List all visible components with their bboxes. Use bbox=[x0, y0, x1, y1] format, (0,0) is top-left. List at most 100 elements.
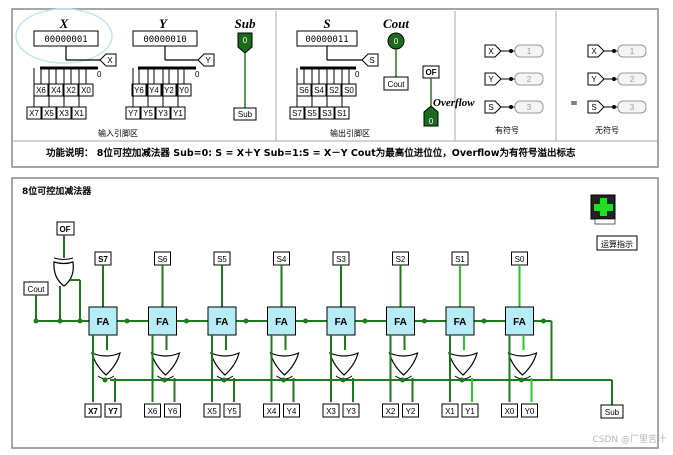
s-output-label: S5 bbox=[217, 255, 227, 264]
watermark: CSDN @厂里苦汁 bbox=[592, 433, 666, 445]
unsigned-probe-box bbox=[617, 100, 647, 114]
bit-tag bbox=[125, 106, 141, 120]
s-splitter bbox=[300, 46, 362, 70]
s-output-label: S0 bbox=[515, 255, 525, 264]
cout-tunnel-label: Cout bbox=[388, 80, 406, 89]
x-bit-index: 0 bbox=[97, 70, 102, 79]
full-adder-7 bbox=[505, 306, 534, 336]
bit-tag-label: S3 bbox=[322, 109, 332, 118]
y-input-label: Y6 bbox=[168, 407, 178, 416]
signed-caption: 有符号 bbox=[495, 125, 519, 135]
junction bbox=[124, 318, 130, 324]
full-adder-5 bbox=[386, 306, 415, 336]
fa-label: FA bbox=[454, 317, 467, 328]
x-input-tag bbox=[144, 403, 161, 418]
of-output-label: OF bbox=[59, 225, 70, 234]
svg-text:X: X bbox=[107, 56, 113, 65]
bit-tag-label: Y3 bbox=[158, 109, 168, 118]
signed-probe-tag bbox=[484, 100, 502, 114]
signed-probe-box bbox=[514, 72, 544, 86]
unsigned-probe-name: X bbox=[591, 47, 597, 56]
x-input-tag bbox=[84, 403, 102, 418]
y-tunnel-tag: Y bbox=[197, 53, 215, 67]
unsigned-probe-tag bbox=[587, 100, 605, 114]
junction bbox=[541, 318, 546, 324]
s-bit-index: 0 bbox=[355, 70, 360, 79]
s-output-label: S7 bbox=[98, 255, 108, 264]
fa-label: FA bbox=[97, 317, 110, 328]
unsigned-probe-box bbox=[617, 72, 647, 86]
bit-tag-label: S6 bbox=[299, 86, 309, 95]
bit-tag-label: X2 bbox=[66, 86, 76, 95]
xor-gate bbox=[507, 351, 538, 376]
xor-gate bbox=[388, 351, 419, 376]
y-input-tag bbox=[283, 403, 300, 418]
junction bbox=[57, 318, 63, 324]
y-input-label: Y5 bbox=[227, 407, 237, 416]
cout-led-value: 0 bbox=[394, 37, 399, 46]
x-input-tag bbox=[263, 403, 280, 418]
y-input-label: Y2 bbox=[406, 407, 416, 416]
junction bbox=[362, 318, 368, 324]
y-caption: Y bbox=[159, 16, 168, 31]
y-bit-index: 0 bbox=[195, 70, 200, 79]
output-area-caption: 输出引脚区 bbox=[330, 128, 370, 138]
junction bbox=[77, 318, 83, 324]
unsigned-probe-dot bbox=[612, 49, 616, 53]
signed-probe-value: 1 bbox=[527, 47, 532, 56]
xor-gate bbox=[210, 351, 240, 376]
y-input-value: 00000010 bbox=[143, 35, 186, 45]
sub-input-pin[interactable] bbox=[237, 32, 253, 54]
bit-tag-label: Y4 bbox=[149, 86, 159, 95]
full-adder-1 bbox=[148, 306, 177, 336]
s-output-value: 00000011 bbox=[305, 35, 348, 45]
x-tunnel-tag: X bbox=[99, 53, 117, 67]
junction bbox=[519, 377, 524, 383]
bit-tag-label: Y1 bbox=[173, 109, 183, 118]
xor-gate bbox=[91, 351, 121, 376]
junction bbox=[184, 318, 189, 324]
signed-probe-value: 2 bbox=[527, 75, 532, 84]
junction bbox=[400, 377, 405, 383]
bit-tag-label: X1 bbox=[74, 109, 84, 118]
sub-tunnel-tag bbox=[233, 107, 257, 121]
y-input-tag bbox=[521, 403, 538, 418]
signed-probe-box bbox=[514, 100, 544, 114]
bit-tag bbox=[155, 106, 171, 120]
bit-tag bbox=[71, 106, 87, 120]
bit-tag-label: Y2 bbox=[164, 86, 174, 95]
sub-tunnel-label: Sub bbox=[238, 110, 253, 119]
unsigned-probe-box bbox=[617, 44, 647, 58]
bit-tag-label: S1 bbox=[337, 109, 347, 118]
description-text: 功能说明： 8位可控加减法器 Sub=0: S = X＋Y Sub=1:S = … bbox=[46, 147, 576, 159]
highlight-ellipse bbox=[15, 8, 113, 64]
unsigned-probe-value: 3 bbox=[630, 103, 635, 112]
y-input-tag bbox=[223, 403, 241, 418]
s-caption: S bbox=[323, 16, 330, 31]
y-input-tag bbox=[342, 403, 360, 418]
y-input-tag bbox=[461, 403, 479, 418]
cout-output-label: Cout bbox=[28, 285, 46, 294]
sub-input-value: 0 bbox=[243, 36, 248, 45]
unsigned-probe-dot bbox=[612, 105, 616, 109]
bit-tag-label: Y0 bbox=[179, 86, 189, 95]
of-output-tag bbox=[56, 221, 75, 236]
junction bbox=[243, 318, 249, 324]
full-adder-3 bbox=[267, 306, 296, 336]
fa-label: FA bbox=[394, 317, 407, 328]
bit-tag bbox=[140, 106, 156, 120]
y-input-label: Y7 bbox=[108, 407, 118, 416]
of-tunnel-label: OF bbox=[425, 68, 436, 77]
bit-tag-label: X3 bbox=[59, 109, 69, 118]
bit-tag-label: Y6 bbox=[134, 86, 144, 95]
sub-input-label: Sub bbox=[605, 408, 620, 417]
x-input-label: X1 bbox=[445, 407, 455, 416]
junction bbox=[162, 377, 167, 383]
fa-label: FA bbox=[335, 317, 348, 328]
bit-tag bbox=[170, 106, 186, 120]
x-input-tag bbox=[382, 403, 399, 418]
input-area-caption: 输入引脚区 bbox=[98, 128, 138, 138]
